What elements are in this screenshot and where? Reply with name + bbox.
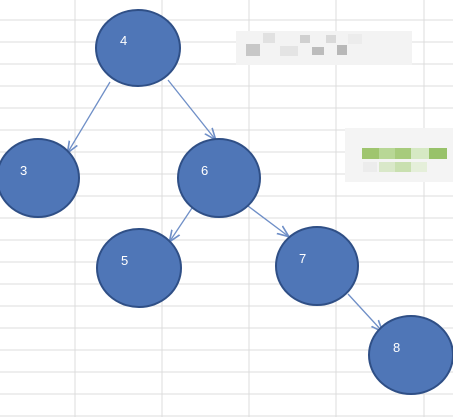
tree-node-label: 7 xyxy=(299,251,306,266)
tree-edge-n7-n8 xyxy=(347,293,382,331)
tree-node-4[interactable]: 4 xyxy=(95,9,181,87)
tree-node-label: 5 xyxy=(121,253,128,268)
tree-node-circle xyxy=(177,138,261,218)
tree-node-label: 8 xyxy=(393,340,400,355)
tree-node-3[interactable]: 3 xyxy=(0,138,80,218)
tree-node-circle xyxy=(95,9,181,87)
tree-node-circle xyxy=(0,138,80,218)
tree-node-label: 6 xyxy=(201,163,208,178)
tree-edge-n6-n5 xyxy=(170,207,193,241)
tree-node-circle xyxy=(368,315,453,395)
tree-node-label: 4 xyxy=(120,33,127,48)
tree-node-label: 3 xyxy=(20,163,27,178)
tree-edge-n6-n7 xyxy=(247,205,288,236)
tree-edge-n4-n6 xyxy=(167,79,215,139)
tree-node-6[interactable]: 6 xyxy=(177,138,261,218)
tree-edge-n4-n3 xyxy=(68,81,111,152)
tree-node-8[interactable]: 8 xyxy=(368,315,453,395)
redacted-cell-block-green xyxy=(345,128,453,182)
tree-node-5[interactable]: 5 xyxy=(96,228,182,308)
tree-node-circle xyxy=(275,226,359,306)
redacted-cell-block-top xyxy=(236,31,412,65)
tree-node-7[interactable]: 7 xyxy=(275,226,359,306)
tree-node-circle xyxy=(96,228,182,308)
